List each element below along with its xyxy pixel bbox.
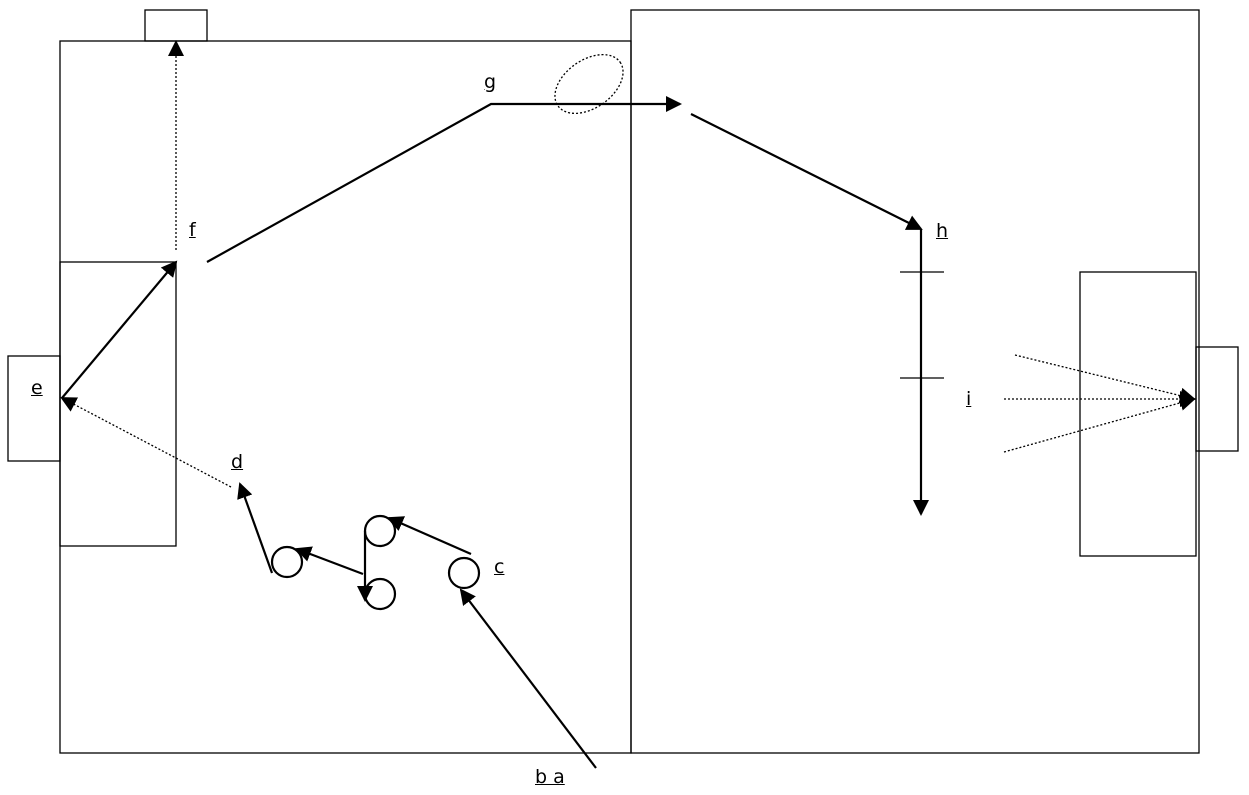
dribble-c-to-top [387,516,472,556]
left-half-pitch [59,40,632,754]
dribble-circle-top [363,514,397,548]
dotted-pass-d-to-e [60,397,232,488]
left-penalty-area [59,261,177,547]
right-penalty-area [1079,271,1197,557]
label-f: f [189,219,196,241]
label-i: i [966,388,972,410]
dribble-circle-c [447,556,481,590]
dotted-shot-upper [1014,354,1196,404]
label-e: e [31,377,43,399]
label-g: g [484,71,497,93]
right-half-pitch [630,9,1200,754]
right-goal [1195,346,1239,452]
dribble-left-to-d [237,482,274,574]
run-a-to-c [459,588,597,769]
left-goal [7,355,61,462]
label-d: d [231,451,244,473]
pass-f-to-g [206,96,682,263]
run-to-h [690,113,923,230]
run-e-to-f [61,260,178,399]
top-small-box [144,9,208,42]
dribble-circle-left [270,545,304,579]
dribble-circle-bottom [363,577,397,611]
dotted-shot-lower [1003,395,1196,453]
label-c: c [494,556,505,578]
label-h: h [936,220,949,242]
dribble-bottom-to-left [295,546,364,576]
label-a: b a [535,766,565,788]
dotted-highlight-ellipse [554,53,624,115]
